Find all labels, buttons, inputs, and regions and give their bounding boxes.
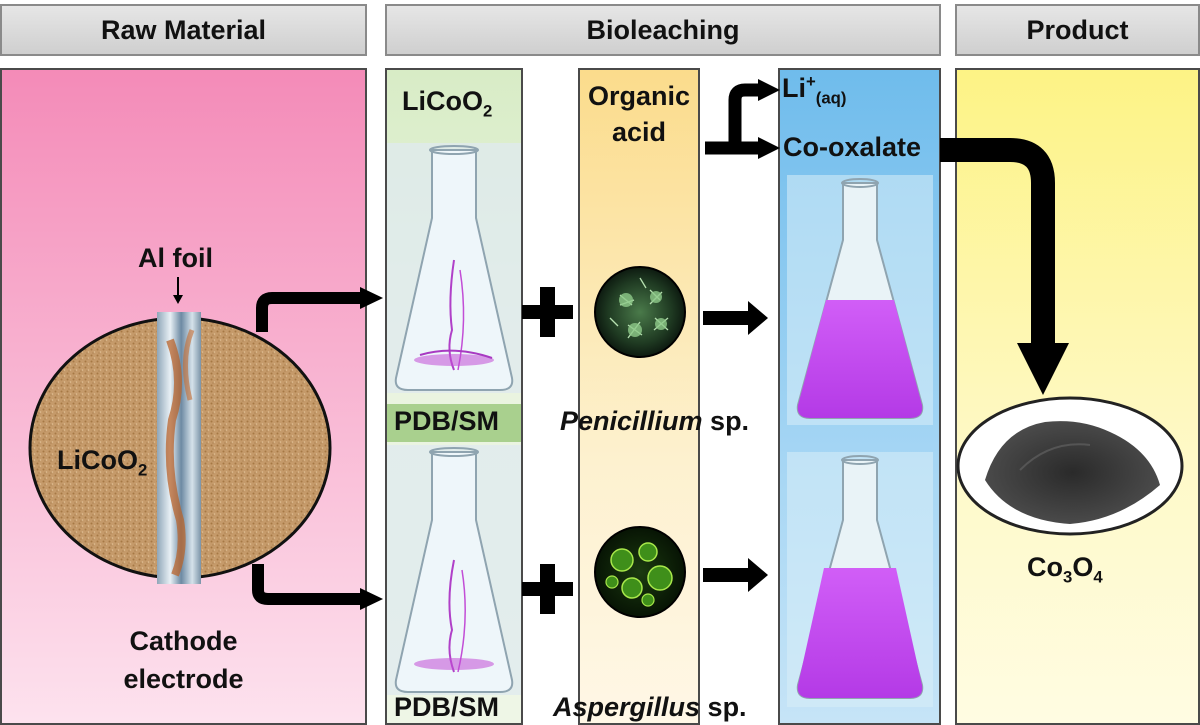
header-product: Product <box>955 4 1200 56</box>
cathode-licoo2-label: LiCoO2 <box>57 445 148 480</box>
top-leachate-flask <box>787 175 933 425</box>
bottom-leachate-flask <box>787 452 933 707</box>
cathode-electrode-label: Cathode electrode <box>123 626 244 694</box>
arrow-to-product <box>940 138 1055 345</box>
plus-icon-bottom <box>522 564 573 614</box>
organic-acid-label: Organic acid <box>587 81 691 147</box>
bioleach-licoo2-label: LiCoO2 <box>402 86 493 121</box>
arrow-to-top-flask <box>256 292 362 332</box>
arrow-to-bottom-flask <box>252 564 362 605</box>
product-panel <box>955 68 1200 725</box>
li-ion-label: Li+(aq) <box>782 72 847 108</box>
plus-icon-top <box>522 287 573 337</box>
header-bioleaching: Bioleaching <box>385 4 941 56</box>
bottom-medium-flask <box>387 445 521 695</box>
pdb-sm-label-bottom: PDB/SM <box>394 692 500 722</box>
pdb-label-top-bg <box>387 404 521 442</box>
header-raw-material-text: Raw Material <box>100 14 267 45</box>
penicillium-icon <box>594 266 686 358</box>
header-bioleaching-text: Bioleaching <box>586 14 740 45</box>
split-arrow <box>705 79 780 159</box>
arrow-to-bottom-leachate <box>703 558 768 592</box>
aspergillus-icon <box>594 526 686 618</box>
pdb-sm-label-top: PDB/SM <box>394 406 500 436</box>
al-foil-label: Al foil <box>138 243 213 273</box>
top-medium-flask <box>387 143 521 393</box>
penicillium-label: Penicillium sp. <box>560 406 750 436</box>
header-raw-material: Raw Material <box>0 4 367 56</box>
co3o4-powder-dish <box>956 396 1184 536</box>
co-oxalate-label: Co-oxalate <box>783 132 922 162</box>
aspergillus-label: Aspergillus sp. <box>553 692 747 722</box>
header-product-text: Product <box>1026 14 1129 45</box>
arrow-to-top-leachate <box>703 301 768 335</box>
co3o4-label: Co3O4 <box>1027 552 1103 587</box>
